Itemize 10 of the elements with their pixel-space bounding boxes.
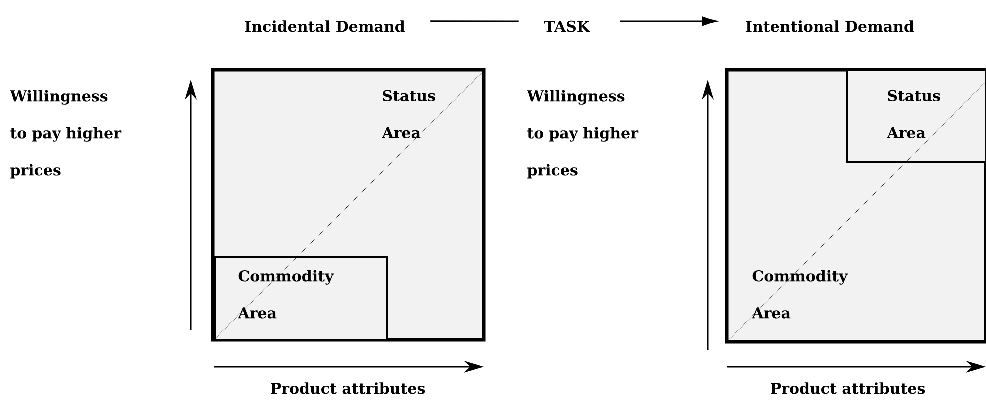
title-text: TASK <box>544 20 590 32</box>
axis-label: Product attributes <box>271 382 426 394</box>
axis-label: Product attributes <box>771 382 926 394</box>
title-text: Intentional Demand <box>746 20 914 32</box>
title-text: Incidental Demand <box>245 20 406 32</box>
area-box: Status Area <box>846 69 986 163</box>
arrow <box>620 16 717 26</box>
axis-label: Willingness to pay higher prices <box>527 90 639 179</box>
area-box: Commodity Area <box>214 256 388 341</box>
axis-label: Willingness to pay higher prices <box>10 90 122 179</box>
